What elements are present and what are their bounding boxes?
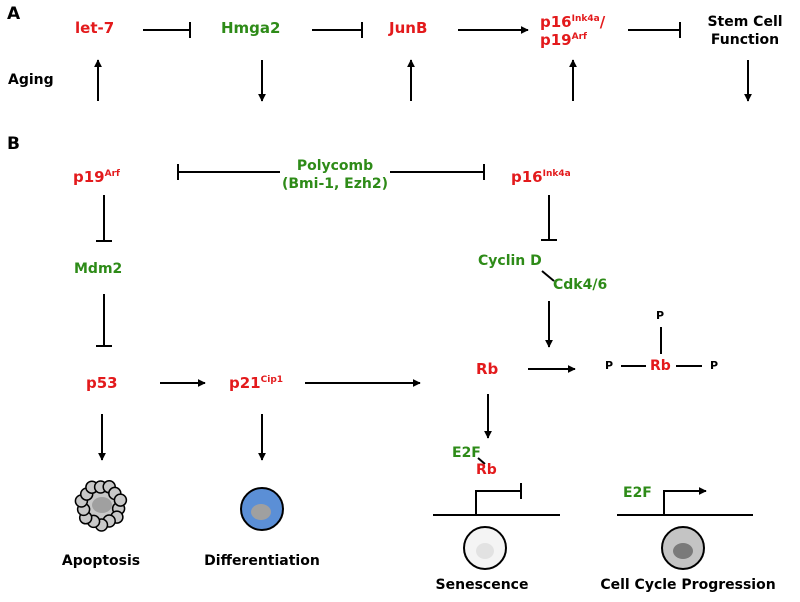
cyclind-cdk-bond — [541, 270, 555, 282]
label-p21-base: p21 — [229, 374, 261, 392]
differentiated-cell — [240, 487, 284, 531]
label-polycomb-line1: Polycomb — [296, 158, 374, 174]
label-e2f-progression: E2F — [623, 485, 652, 501]
label-p16-slash: / — [599, 13, 606, 31]
label-p16-p19: p16Ink4a/ p19Arf — [540, 13, 605, 49]
label-cdk46: Cdk4/6 — [553, 277, 608, 293]
label-phospho-right: P — [710, 359, 719, 372]
label-junb: JunB — [389, 19, 428, 37]
label-p16ink4a-base: p16 — [511, 168, 543, 186]
label-let7: let-7 — [75, 19, 115, 37]
label-stem-cell-function: Stem Cell Function — [707, 13, 782, 49]
label-polycomb-line2: (Bmi-1, Ezh2) — [281, 176, 389, 192]
label-p19arf-sup: Arf — [104, 169, 120, 179]
progressing-cell — [661, 526, 705, 570]
label-p16-sup: Ink4a — [571, 14, 600, 24]
label-rb: Rb — [476, 360, 499, 378]
panel-label-b: B — [7, 134, 20, 154]
label-stem-line1: Stem Cell — [707, 14, 783, 30]
senescent-cell — [463, 526, 507, 570]
label-p19arf: p19Arf — [73, 170, 120, 185]
label-p19arf-base: p19 — [73, 168, 105, 186]
senescence-promoter — [475, 490, 521, 515]
label-hmga2: Hmga2 — [221, 19, 281, 37]
label-apoptosis: Apoptosis — [61, 553, 141, 569]
label-p16-base: p16 — [540, 13, 572, 31]
apoptotic-bleb — [113, 493, 128, 507]
label-senescence: Senescence — [435, 577, 529, 593]
apoptotic-cell — [74, 480, 128, 532]
label-cell-cycle-progression: Cell Cycle Progression — [600, 577, 776, 593]
label-p16ink4a-sup: Ink4a — [542, 169, 571, 179]
label-differentiation: Differentiation — [204, 553, 320, 569]
label-p19-base: p19 — [540, 31, 572, 49]
panel-label-a: A — [7, 4, 21, 24]
label-mdm2: Mdm2 — [74, 261, 123, 277]
label-phospho-left: P — [605, 359, 614, 372]
label-aging: Aging — [8, 72, 54, 88]
label-rb-phospho: Rb — [650, 358, 671, 374]
label-phospho-top: P — [656, 309, 665, 322]
apoptotic-nucleus — [92, 497, 112, 513]
label-polycomb: Polycomb (Bmi-1, Ezh2) — [282, 157, 388, 193]
label-p53: p53 — [86, 374, 118, 392]
label-rb-bound: Rb — [476, 462, 497, 478]
label-p16ink4a: p16Ink4a — [511, 170, 571, 185]
label-p19-sup: Arf — [571, 32, 587, 42]
label-e2f-senescence: E2F — [452, 445, 481, 461]
e2f-rb-bond — [477, 457, 486, 465]
label-p21-sup: Cip1 — [260, 375, 284, 385]
label-p21cip1: p21Cip1 — [229, 376, 283, 391]
progression-promoter — [663, 487, 707, 515]
label-cyclin-d: Cyclin D — [478, 253, 542, 269]
label-stem-line2: Function — [710, 32, 780, 48]
